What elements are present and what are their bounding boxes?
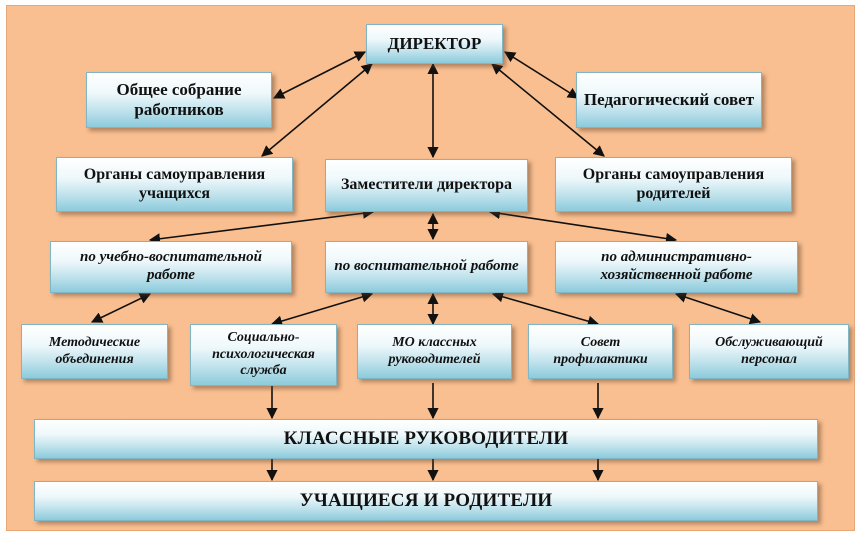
box-upbringing-work: по воспитательной работе <box>325 241 528 293</box>
box-edu-work: по учебно-воспитательной работе <box>50 241 292 293</box>
box-method-assoc: Методические объединения <box>21 324 168 379</box>
box-deputies: Заместители директора <box>325 159 528 212</box>
box-general-meeting: Общее собрание работников <box>86 72 272 128</box>
box-class-teachers: КЛАССНЫЕ РУКОВОДИТЕЛИ <box>34 419 818 459</box>
box-ped-council: Педагогический совет <box>576 72 762 128</box>
box-prevention: Совет профилактики <box>528 324 673 379</box>
box-student-self-gov: Органы самоуправления учащихся <box>56 157 293 212</box>
box-service-staff: Обслуживающий персонал <box>689 324 849 379</box>
box-admin-work: по административно-хозяйственной работе <box>555 241 798 293</box>
box-mo-class: МО классных руководителей <box>357 324 512 379</box>
box-social-psych: Социально-психологическая служба <box>190 324 337 386</box>
box-students-parents: УЧАЩИЕСЯ И РОДИТЕЛИ <box>34 481 818 521</box>
box-parent-self-gov: Органы самоуправления родителей <box>555 157 792 212</box>
box-director: ДИРЕКТОР <box>366 24 503 64</box>
